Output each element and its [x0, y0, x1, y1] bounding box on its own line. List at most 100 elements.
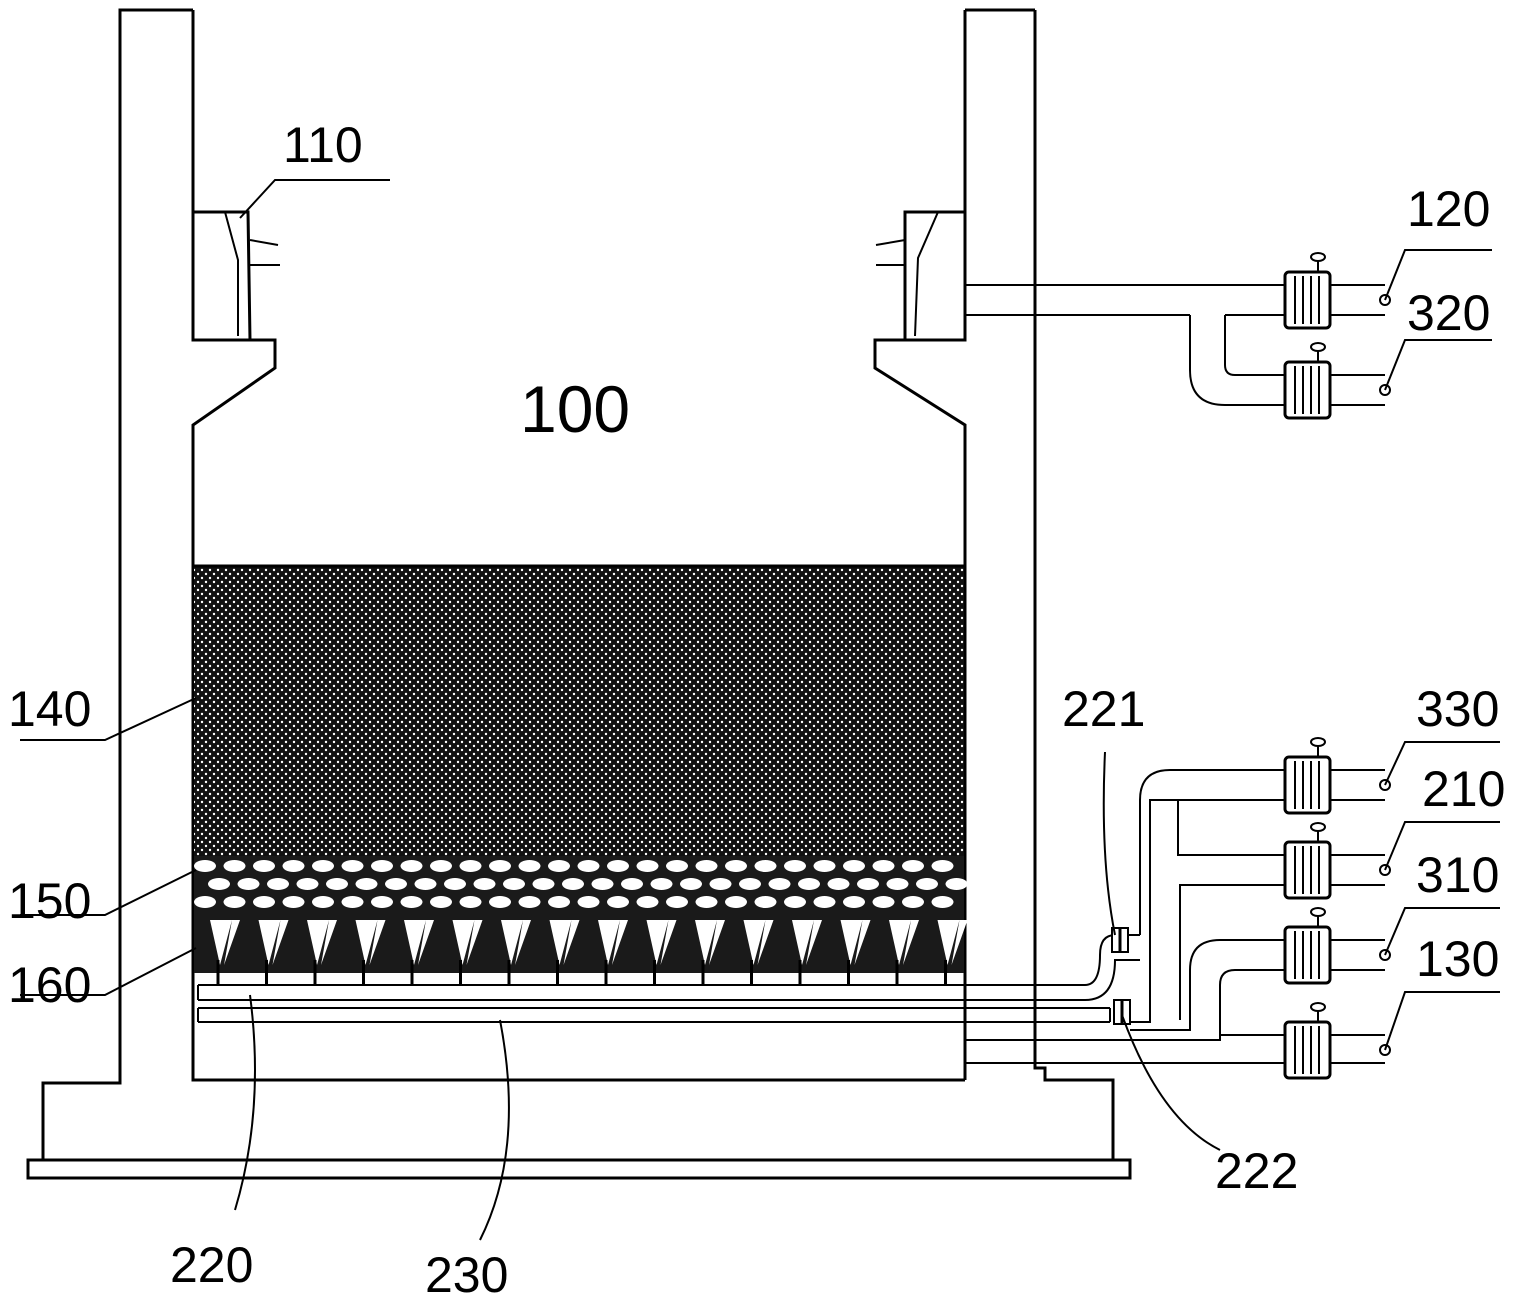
nozzle-spikes: [210, 920, 968, 965]
label-222: 222: [1215, 1143, 1298, 1199]
tank-left-wall: [191, 10, 965, 1082]
filter-media-layer: [194, 566, 964, 856]
nozzle-spike: [646, 920, 677, 965]
valve: [1283, 342, 1391, 420]
gravel-stone: [754, 860, 777, 872]
gravel-stone: [194, 896, 216, 908]
valve: [1283, 822, 1391, 900]
base-plate: [26, 1158, 1132, 1180]
nozzle-spike: [889, 920, 919, 965]
valve: [1283, 1002, 1391, 1080]
valve: [1283, 252, 1391, 330]
gravel-stone: [843, 860, 865, 872]
gravel-stone: [562, 878, 584, 890]
valve-handle: [1310, 342, 1326, 352]
label-230: 230: [425, 1247, 508, 1303]
valve: [1283, 907, 1391, 985]
nozzle-risers: [216, 960, 947, 985]
gravel-stone: [371, 860, 393, 872]
gravel-stone: [223, 860, 246, 872]
valve-body: [1283, 360, 1332, 420]
gravel-stone: [223, 896, 246, 908]
gravel-stone: [695, 860, 718, 872]
gravel-stone: [945, 878, 968, 890]
label-330: 330: [1416, 681, 1499, 737]
gravel-stone: [725, 896, 747, 908]
gravel-stone: [459, 896, 482, 908]
valve-handle: [1310, 822, 1326, 832]
gravel-stone: [725, 860, 747, 872]
gravel-stone: [237, 878, 260, 890]
valve-body: [1283, 1020, 1332, 1080]
label-221: 221: [1062, 681, 1145, 737]
gravel-stone: [931, 896, 954, 908]
gravel-stone: [489, 860, 511, 872]
upper-piping: [965, 284, 1385, 406]
nozzle-spike: [307, 920, 337, 965]
gravel-stone: [813, 860, 836, 872]
valve-handle: [1310, 907, 1326, 917]
label-140: 140: [8, 681, 91, 737]
gravel-stone: [857, 878, 879, 890]
gravel-stone: [798, 878, 820, 890]
small-valve-222: [1113, 999, 1131, 1025]
gravel-stone: [282, 896, 305, 908]
label-130: 130: [1416, 931, 1499, 987]
gravel-stone: [680, 878, 702, 890]
leader-lines: [20, 179, 1500, 1241]
gravel-stone: [489, 896, 511, 908]
gravel-stone: [296, 878, 319, 890]
gravel-stone: [636, 896, 659, 908]
nozzle-spike: [695, 920, 725, 965]
nozzle-spike: [743, 920, 774, 965]
gravel-stone: [768, 878, 791, 890]
gravel-stone: [577, 860, 600, 872]
gravel-stone: [312, 896, 334, 908]
valve-handle: [1310, 252, 1326, 262]
gravel-stone: [548, 896, 570, 908]
gravel-stone: [518, 860, 541, 872]
gravel-stone: [827, 878, 850, 890]
gravel-stone: [650, 878, 673, 890]
gravel-stone: [902, 860, 924, 872]
label-320: 320: [1407, 285, 1490, 341]
gravel-stone: [784, 896, 806, 908]
gravel-stone: [355, 878, 378, 890]
nozzle-spike: [501, 920, 531, 965]
label-110: 110: [283, 117, 363, 173]
label-100: 100: [520, 372, 630, 446]
label-120: 120: [1407, 181, 1490, 237]
gravel-stone: [253, 896, 275, 908]
gravel-stone: [267, 878, 289, 890]
nozzle-spike: [355, 920, 386, 965]
nozzle-spike: [210, 920, 240, 965]
gravel-stone: [532, 878, 555, 890]
gravel-stone: [253, 860, 275, 872]
gravel-stone: [843, 896, 865, 908]
gravel-stone: [414, 878, 437, 890]
gravel-stone: [503, 878, 525, 890]
gravel-stone: [459, 860, 482, 872]
gravel-stone: [886, 878, 909, 890]
label-210: 210: [1422, 761, 1505, 817]
foundation-outline: [41, 8, 193, 1160]
gravel-stone: [194, 860, 216, 872]
label-310: 310: [1416, 847, 1499, 903]
lower-piping: [965, 769, 1385, 1064]
gravel-stone: [813, 896, 836, 908]
gravel-stone: [591, 878, 614, 890]
gravel-stone: [607, 896, 629, 908]
valve-handle: [1310, 1002, 1326, 1012]
nozzle-spike: [598, 920, 628, 965]
gravel-stone: [400, 896, 423, 908]
gravel-stone: [430, 860, 452, 872]
label-160: 160: [8, 957, 91, 1013]
gravel-layer: [194, 856, 968, 916]
gravel-stone: [518, 896, 541, 908]
nozzle-spike: [258, 920, 289, 965]
nozzle-spike: [452, 920, 483, 965]
nozzle-spike: [549, 920, 580, 965]
label-150: 150: [8, 873, 91, 929]
gravel-stone: [208, 878, 230, 890]
nozzle-spike: [937, 920, 968, 965]
